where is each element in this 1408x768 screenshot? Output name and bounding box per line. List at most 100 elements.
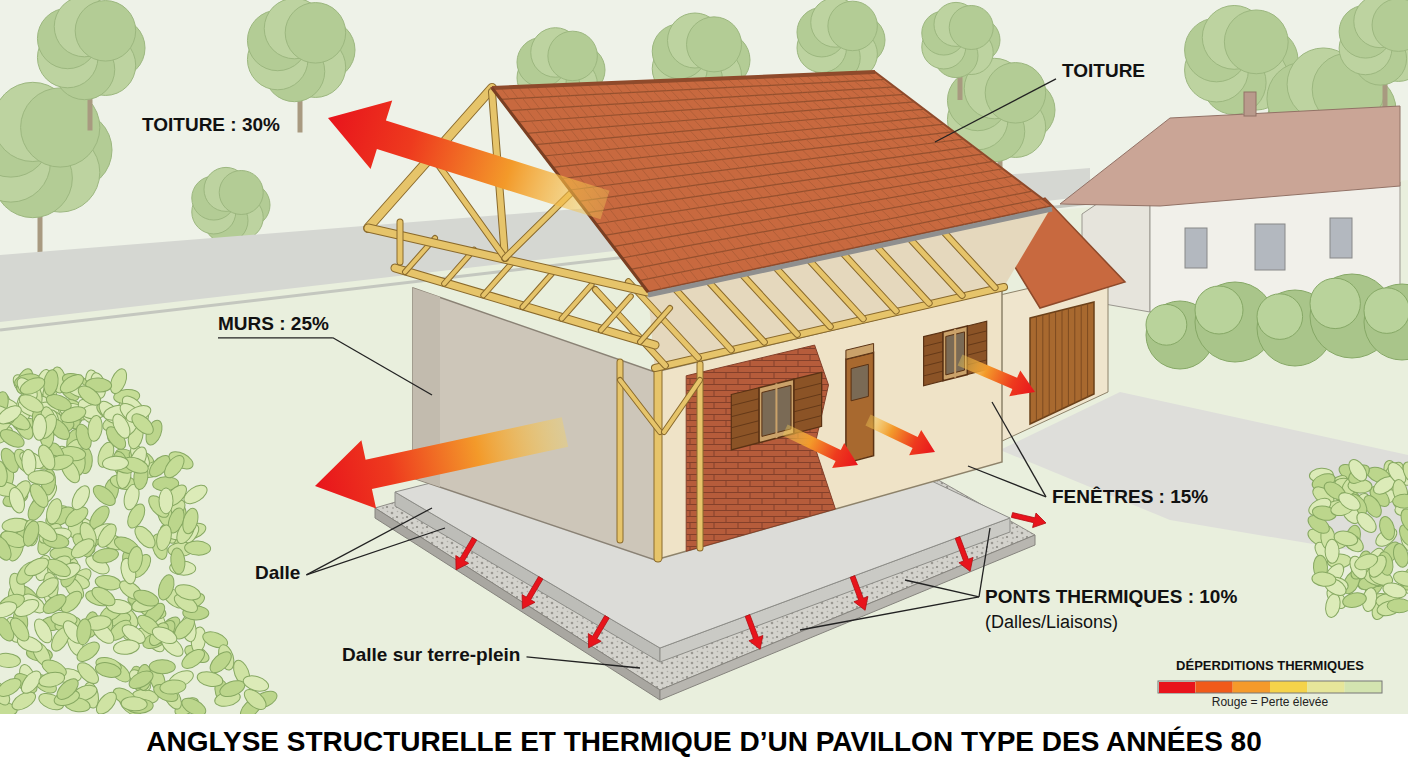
house-part	[894, 177, 904, 185]
house-part	[722, 252, 731, 262]
house-part	[592, 95, 601, 105]
house-part	[655, 134, 664, 144]
house-part	[783, 132, 792, 141]
house-part	[523, 273, 553, 307]
foreground-bush-part	[196, 670, 224, 689]
house-part	[615, 172, 624, 183]
house-part	[561, 132, 953, 179]
house-part	[803, 170, 812, 179]
house-part	[668, 143, 677, 153]
house-part	[681, 247, 690, 258]
house-part	[794, 405, 822, 412]
house-part	[866, 161, 876, 170]
house-part	[976, 183, 986, 191]
house-part	[575, 118, 584, 129]
heat-loss-arrows-part	[955, 537, 973, 572]
house-part	[875, 160, 885, 168]
foreground-bush-part	[1391, 542, 1408, 569]
house-part	[772, 254, 781, 264]
legend-bar-part	[1158, 681, 1382, 693]
house-part	[908, 185, 918, 193]
house-part	[758, 86, 767, 95]
house-part	[874, 97, 884, 105]
house-part	[735, 147, 744, 157]
house-part	[824, 137, 833, 146]
house-part	[713, 205, 722, 215]
title-band-part	[0, 714, 1408, 768]
house-part	[903, 176, 913, 184]
foreground-bush-part	[92, 547, 120, 565]
house-part	[707, 108, 716, 117]
house-part	[922, 192, 932, 200]
foreground-bush-part	[1398, 507, 1408, 535]
house-part	[775, 153, 784, 162]
house-part	[698, 364, 703, 548]
house-part	[587, 154, 983, 213]
neighbour-house-part	[1060, 106, 1400, 206]
house-part	[682, 222, 691, 233]
house-part	[792, 131, 801, 140]
legend-swatch	[1159, 682, 1196, 693]
house-part	[906, 102, 916, 110]
house-part	[807, 92, 817, 100]
house-part	[867, 202, 876, 211]
foreground-bush-part	[127, 546, 144, 574]
house-part	[964, 214, 974, 222]
house-part	[826, 177, 835, 186]
house-part	[771, 164, 780, 173]
house-part	[921, 173, 931, 181]
house-part	[685, 120, 694, 130]
foreground-bush-part	[94, 660, 122, 679]
house-part	[832, 230, 841, 239]
house-part	[768, 104, 777, 113]
house-part	[731, 226, 740, 236]
house-part	[957, 167, 967, 175]
house-part	[773, 113, 782, 122]
house-part	[847, 98, 857, 106]
house-part	[664, 380, 700, 432]
house-part	[967, 350, 986, 355]
house-part	[601, 296, 631, 330]
house-part	[397, 222, 404, 262]
house-part	[777, 241, 786, 251]
background-trees-part	[285, 3, 346, 64]
house-part	[663, 112, 672, 122]
house-part	[861, 106, 871, 114]
house-part	[716, 108, 725, 117]
house-part	[654, 252, 663, 263]
house-part	[522, 98, 531, 109]
house-part	[872, 191, 881, 200]
house-part	[686, 164, 695, 174]
heat-loss-arrows-part	[850, 576, 868, 611]
house-part	[1005, 196, 1015, 204]
house-part	[562, 107, 571, 118]
house-part	[896, 148, 906, 156]
hedge-part	[1257, 294, 1303, 340]
house-part	[624, 195, 633, 206]
house-part	[890, 121, 900, 129]
house-part	[821, 168, 830, 177]
house-part	[695, 163, 704, 173]
house-part	[913, 128, 923, 136]
house-part	[706, 89, 715, 98]
house-part	[746, 96, 755, 105]
foreground-bush-part	[7, 486, 27, 515]
house-part	[623, 104, 632, 114]
house-part	[870, 151, 880, 159]
house-part	[650, 240, 659, 251]
house-part	[954, 329, 956, 378]
house-part	[868, 223, 877, 232]
house-part	[700, 196, 709, 206]
house-part	[837, 127, 847, 135]
house-part	[717, 149, 726, 159]
house-part	[749, 223, 758, 233]
house-part	[758, 176, 767, 186]
house-part	[849, 184, 858, 193]
house-part	[959, 205, 969, 213]
house-part	[768, 243, 777, 253]
house-part	[975, 164, 985, 172]
house-part	[690, 152, 699, 162]
house-part	[749, 246, 758, 256]
house-part	[873, 233, 882, 242]
